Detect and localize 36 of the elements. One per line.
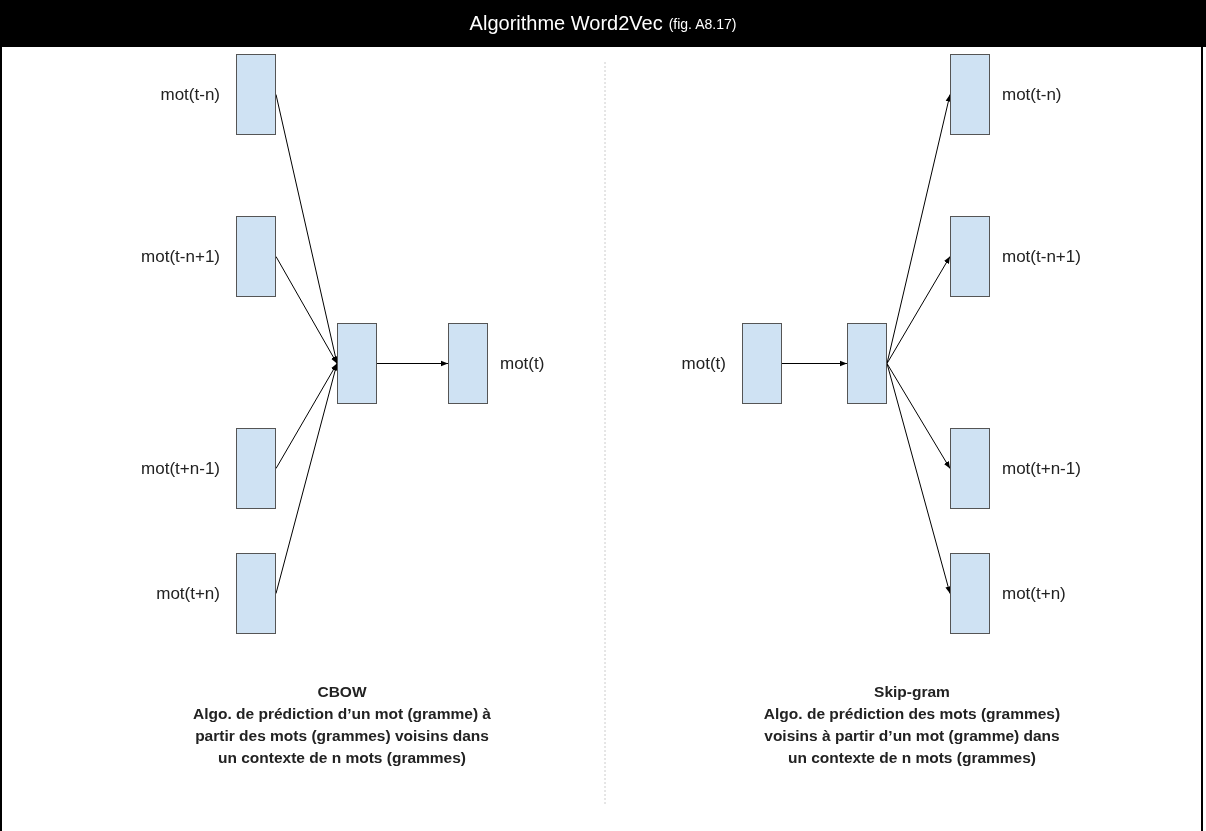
arrow bbox=[886, 256, 951, 364]
word-label: mot(t-n+1) bbox=[141, 246, 220, 267]
arrow bbox=[376, 360, 449, 367]
word-label: mot(t-n) bbox=[1002, 84, 1062, 105]
word-label: mot(t) bbox=[500, 353, 545, 374]
word-label: mot(t+n-1) bbox=[141, 458, 220, 479]
word-label: mot(t-n+1) bbox=[1002, 246, 1081, 267]
word-label: mot(t) bbox=[681, 353, 726, 374]
word-label: mot(t-n) bbox=[160, 84, 220, 105]
rectangle-box bbox=[236, 553, 276, 634]
rectangle-box bbox=[950, 553, 990, 634]
figure-number: (fig. A8.17) bbox=[668, 15, 737, 32]
word-label: mot(t+n) bbox=[156, 583, 220, 604]
rectangle-box bbox=[742, 323, 782, 404]
rectangle-box bbox=[950, 428, 990, 509]
arrow bbox=[886, 94, 952, 364]
rectangle-box bbox=[950, 216, 990, 297]
rectangle-box bbox=[337, 323, 377, 404]
rectangle-box bbox=[950, 54, 990, 135]
arrow bbox=[275, 363, 338, 469]
arrow bbox=[275, 256, 338, 364]
arrow bbox=[781, 360, 848, 367]
caption-text: Algo. de prédiction d’un mot (gramme) à partir des mots (grammes) voisins dans un contexte de n mots (grammes) bbox=[192, 704, 492, 768]
word-label: mot(t+n-1) bbox=[1002, 458, 1081, 479]
rectangle-box bbox=[847, 323, 887, 404]
rectangle-box bbox=[236, 428, 276, 509]
arrow bbox=[886, 363, 951, 469]
caption-text: Algo. de prédiction des mots (grammes) voisins à partir d’un mot (gramme) dans un contexte de n mots (grammes) bbox=[762, 704, 1062, 768]
caption-heading: Skip-gram bbox=[873, 682, 951, 702]
rectangle-box bbox=[236, 216, 276, 297]
arrow bbox=[886, 363, 951, 594]
caption-heading: CBOW bbox=[316, 682, 368, 702]
rectangle-box bbox=[236, 54, 276, 135]
title: Algorithme Word2Vec bbox=[469, 12, 663, 35]
rectangle-box bbox=[448, 323, 488, 404]
word-label: mot(t+n) bbox=[1002, 583, 1066, 604]
